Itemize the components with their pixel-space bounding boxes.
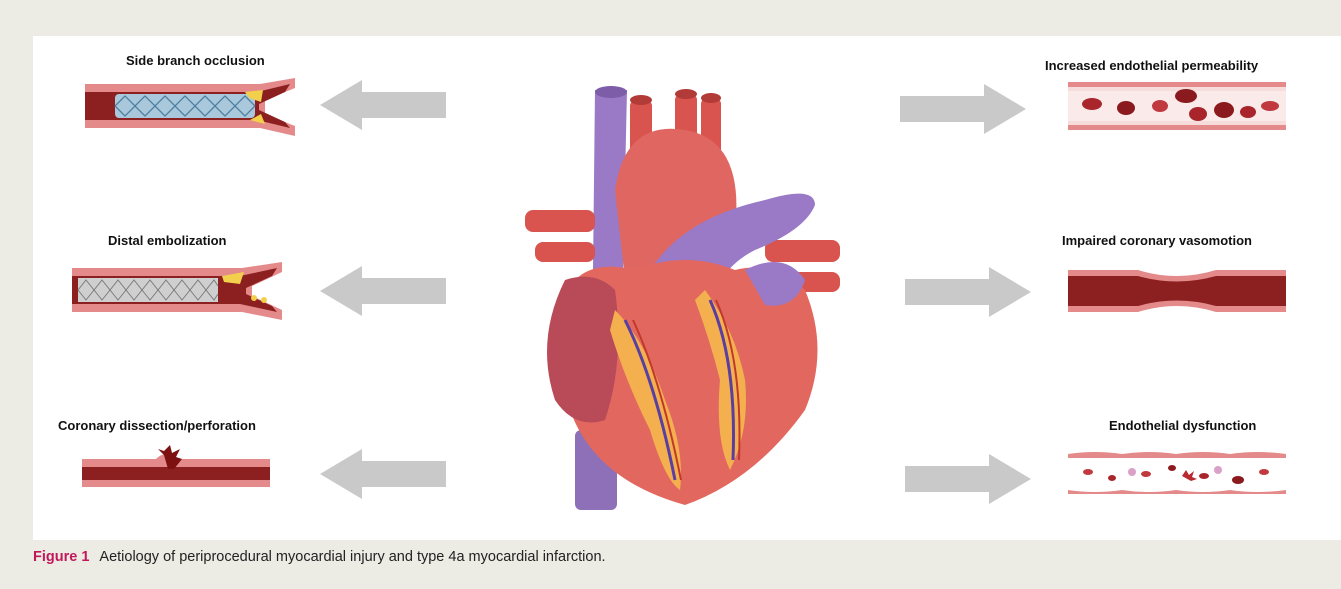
right-arrow-2 [905, 267, 1031, 317]
left-arrow-3 [320, 449, 450, 499]
left-arrow-1 [320, 80, 450, 130]
label-coronary-vasomotion: Impaired coronary vasomotion [1062, 233, 1252, 248]
side-branch-occlusion-illustration [85, 78, 295, 136]
heart-illustration [515, 80, 855, 510]
label-distal-embolization: Distal embolization [108, 233, 226, 248]
label-endothelial-dysfunction: Endothelial dysfunction [1109, 418, 1256, 433]
endothelial-permeability-illustration [1068, 82, 1286, 130]
caption-text: Aetiology of periprocedural myocardial i… [99, 549, 605, 565]
label-coronary-dissection: Coronary dissection/perforation [58, 418, 256, 433]
figure-label: Figure 1 [33, 549, 89, 565]
label-endothelial-permeability: Increased endothelial permeability [1045, 58, 1258, 73]
endothelial-dysfunction-illustration [1068, 450, 1286, 498]
right-arrow-3 [905, 454, 1031, 504]
label-side-branch-occlusion: Side branch occlusion [126, 53, 265, 68]
figure-caption: Figure 1 Aetiology of periprocedural myoc… [33, 549, 606, 565]
distal-embolization-illustration [72, 262, 282, 320]
right-arrow-1 [900, 84, 1026, 134]
left-arrow-2 [320, 266, 450, 316]
coronary-vasomotion-illustration [1068, 268, 1286, 314]
coronary-dissection-illustration [82, 445, 270, 491]
